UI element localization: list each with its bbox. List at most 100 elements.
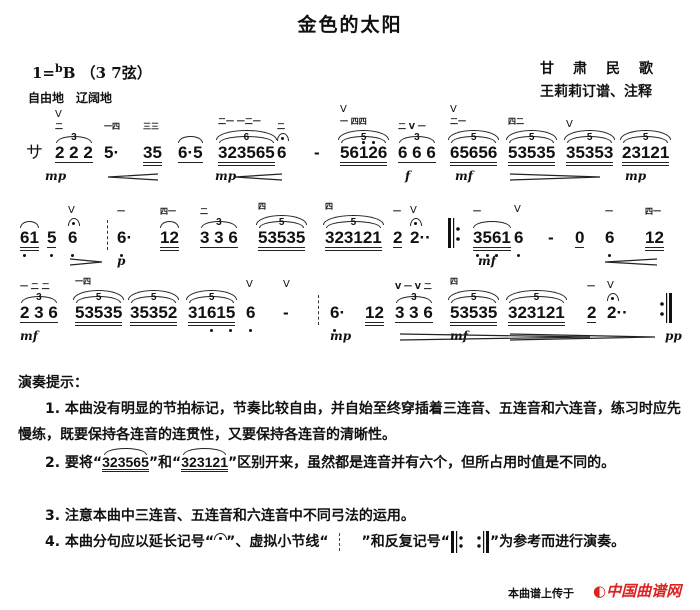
tip-4-text: ”为参考而进行演奏。 — [489, 534, 626, 550]
fingering: 四一 — [645, 207, 661, 216]
underline — [508, 325, 565, 327]
slur — [20, 221, 39, 228]
bow-mark: V — [246, 279, 253, 290]
song-origin: 甘肃民歌 — [540, 61, 672, 77]
notes: 53535 — [508, 143, 556, 162]
notes: 61 — [20, 228, 39, 257]
tuplet-number: 5 — [586, 132, 593, 143]
site-logo[interactable]: ◐中国曲谱网 — [593, 580, 681, 601]
bow-mark: V — [410, 205, 417, 216]
underline — [20, 322, 58, 324]
underline — [365, 325, 384, 327]
bow-mark: V — [283, 279, 290, 290]
tuplet-number: 5 — [470, 132, 477, 143]
notes: 6 — [605, 228, 615, 257]
notes: 6 — [246, 303, 256, 332]
bow-mark: V — [340, 104, 347, 115]
key-note: B — [62, 64, 76, 82]
underline — [258, 247, 306, 249]
notes: 35353 — [566, 143, 614, 162]
note-group: サ — [26, 143, 43, 162]
free-meter-symbol: サ — [26, 143, 43, 162]
notes: 53535 — [258, 228, 306, 247]
underline — [450, 165, 498, 167]
underline — [473, 250, 511, 252]
underline — [398, 162, 436, 164]
bow-mark: V — [514, 204, 521, 215]
note-group: 6·一 — [117, 207, 132, 257]
notes: 56126 — [340, 141, 388, 162]
bow-mark: V — [68, 205, 75, 216]
underline — [365, 322, 384, 324]
underline — [130, 325, 178, 327]
tip-4-text: 4. 本曲分句应以延长记号“ — [45, 534, 215, 550]
notes: 323121 — [508, 303, 565, 322]
notes: 2 — [393, 228, 403, 247]
fingering: 二 — [200, 207, 208, 216]
dashed-barline-icon — [338, 533, 362, 551]
underline — [395, 322, 433, 324]
notes: 323565 — [218, 143, 275, 162]
notes: 3561 — [473, 228, 511, 257]
note-group: 5 — [47, 228, 57, 257]
underline — [47, 247, 57, 249]
tip-4-text: ”、虚拟小节线“ — [226, 534, 329, 550]
underline — [258, 250, 306, 252]
fingering: 一 四四 — [340, 117, 367, 126]
tip-2-text: 2. 要将“ — [45, 455, 103, 471]
dynamic-marking: mp — [625, 169, 647, 183]
tuplet-number: 5 — [150, 292, 157, 303]
note-group: 12 — [365, 303, 384, 327]
underline — [55, 162, 93, 164]
underline — [200, 247, 238, 249]
fermata-dot — [281, 137, 284, 140]
notes: 3 3 6 — [395, 303, 433, 322]
notes: 6 — [514, 228, 524, 257]
sextuplet-example-1: 323565 — [102, 448, 149, 472]
underline — [325, 247, 382, 249]
tuplet-number: 5 — [470, 292, 477, 303]
tip-2-text: ”区别开来，虽然都是连音并有六个，但所占用时值是不同的。 — [227, 455, 616, 471]
dashed-barline — [318, 295, 319, 325]
notes: 0 — [575, 228, 585, 247]
fingering: 一 — [605, 207, 613, 216]
underline — [75, 325, 123, 327]
underline — [218, 165, 275, 167]
crescendo-hairpin — [235, 173, 282, 181]
key-signature: 1=bB （3 7弦） — [32, 62, 152, 83]
tip-2-text: ”和“ — [148, 455, 182, 471]
fingering: 四 — [258, 202, 266, 211]
underline — [450, 322, 498, 324]
fermata-dot — [611, 297, 614, 300]
note-group: 5·一四 — [104, 122, 120, 162]
repeat-end-barline — [660, 293, 672, 323]
tips-heading: 演奏提示： — [18, 375, 88, 391]
dynamic-marking: mf — [455, 169, 473, 183]
tempo-marking: 自由地 辽阔地 — [28, 91, 113, 105]
logo-mark-icon: ◐ — [593, 582, 607, 600]
notes: 2 3 6 — [20, 303, 58, 322]
notes: - — [283, 303, 289, 322]
underline — [20, 247, 39, 249]
underline — [160, 250, 179, 252]
note-group: 6· — [330, 303, 345, 332]
notes: 3 3 6 — [200, 228, 238, 247]
note-group: 2··V — [410, 205, 431, 247]
underline — [622, 165, 670, 167]
fingering: 二 V 一 — [398, 122, 426, 131]
decrescendo-hairpin — [510, 173, 600, 181]
underline — [188, 322, 236, 324]
underline — [143, 165, 162, 167]
